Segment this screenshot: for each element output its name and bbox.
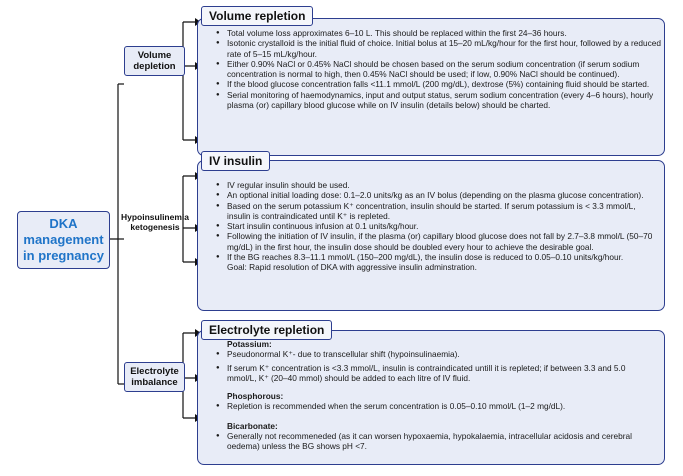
list-item: Generally not recommeneded (as it can wo… [216,431,654,452]
list-item: Repletion is recommended when the serum … [216,401,654,412]
list-item: If the BG reaches 8.3–11.1 mmol/L (150–2… [216,252,654,263]
insulin-bracket-line [182,175,195,263]
list-item: IV regular insulin should be used. [216,180,654,191]
volume-repletion-title: Volume repletion [201,6,314,26]
insulin-goal-text: Goal: Rapid resolution of DKA with aggre… [227,262,477,273]
potassium-list: Pseudonormal K⁺- due to transcellular sh… [214,349,654,383]
list-item: Based on the serum potassium K⁺ concentr… [216,201,654,222]
electrolyte-imbalance-label: Electrolyte imbalance [124,362,185,392]
bicarbonate-list: Generally not recommeneded (as it can wo… [214,431,654,452]
center-label: DKA management in pregnancy [23,216,104,263]
iv-insulin-title: IV insulin [201,151,271,171]
list-item: If the blood glucose concentration falls… [216,79,667,90]
bicarbonate-heading: Bicarbonate: [227,420,278,431]
electrolyte-repletion-title: Electrolyte repletion [201,320,333,340]
iv-insulin-list: IV regular insulin should be used. An op… [214,180,654,263]
volume-depletion-label: Volume depletion [124,46,185,76]
phosphorus-list: Repletion is recommended when the serum … [214,401,654,412]
electrolyte-repletion-panel: Potassium: Pseudonormal K⁺- due to trans… [197,330,665,465]
list-item: An optional initial loading dose: 0.1–2.… [216,190,654,201]
list-item: Following the initiation of IV insulin, … [216,231,654,252]
volume-repletion-panel: Total volume loss approximates 6–10 L. T… [197,18,665,156]
hypoinsulinemia-label: Hypoinsulinemia ketogenesis [120,212,189,232]
list-item: Pseudonormal K⁺- due to transcellular sh… [216,349,654,360]
list-item: Serial monitoring of haemodynamics, inpu… [216,90,667,111]
list-item: Isotonic crystalloid is the initial flui… [216,38,667,59]
potassium-heading: Potassium: [227,339,272,349]
list-item: Total volume loss approximates 6–10 L. T… [216,28,667,39]
list-item: Start insulin continuous infusion at 0.1… [216,221,654,232]
phosphorus-heading: Phosphorous: [227,391,284,402]
iv-insulin-panel: IV regular insulin should be used. An op… [197,160,665,311]
center-node: DKA management in pregnancy [17,211,110,269]
volume-bracket-line [182,21,195,141]
list-item: Either 0.90% NaCl or 0.45% NaCl should b… [216,59,667,80]
volume-repletion-list: Total volume loss approximates 6–10 L. T… [214,28,667,110]
list-item: If serum K⁺ concentration is <3.3 mmol/L… [216,363,654,384]
